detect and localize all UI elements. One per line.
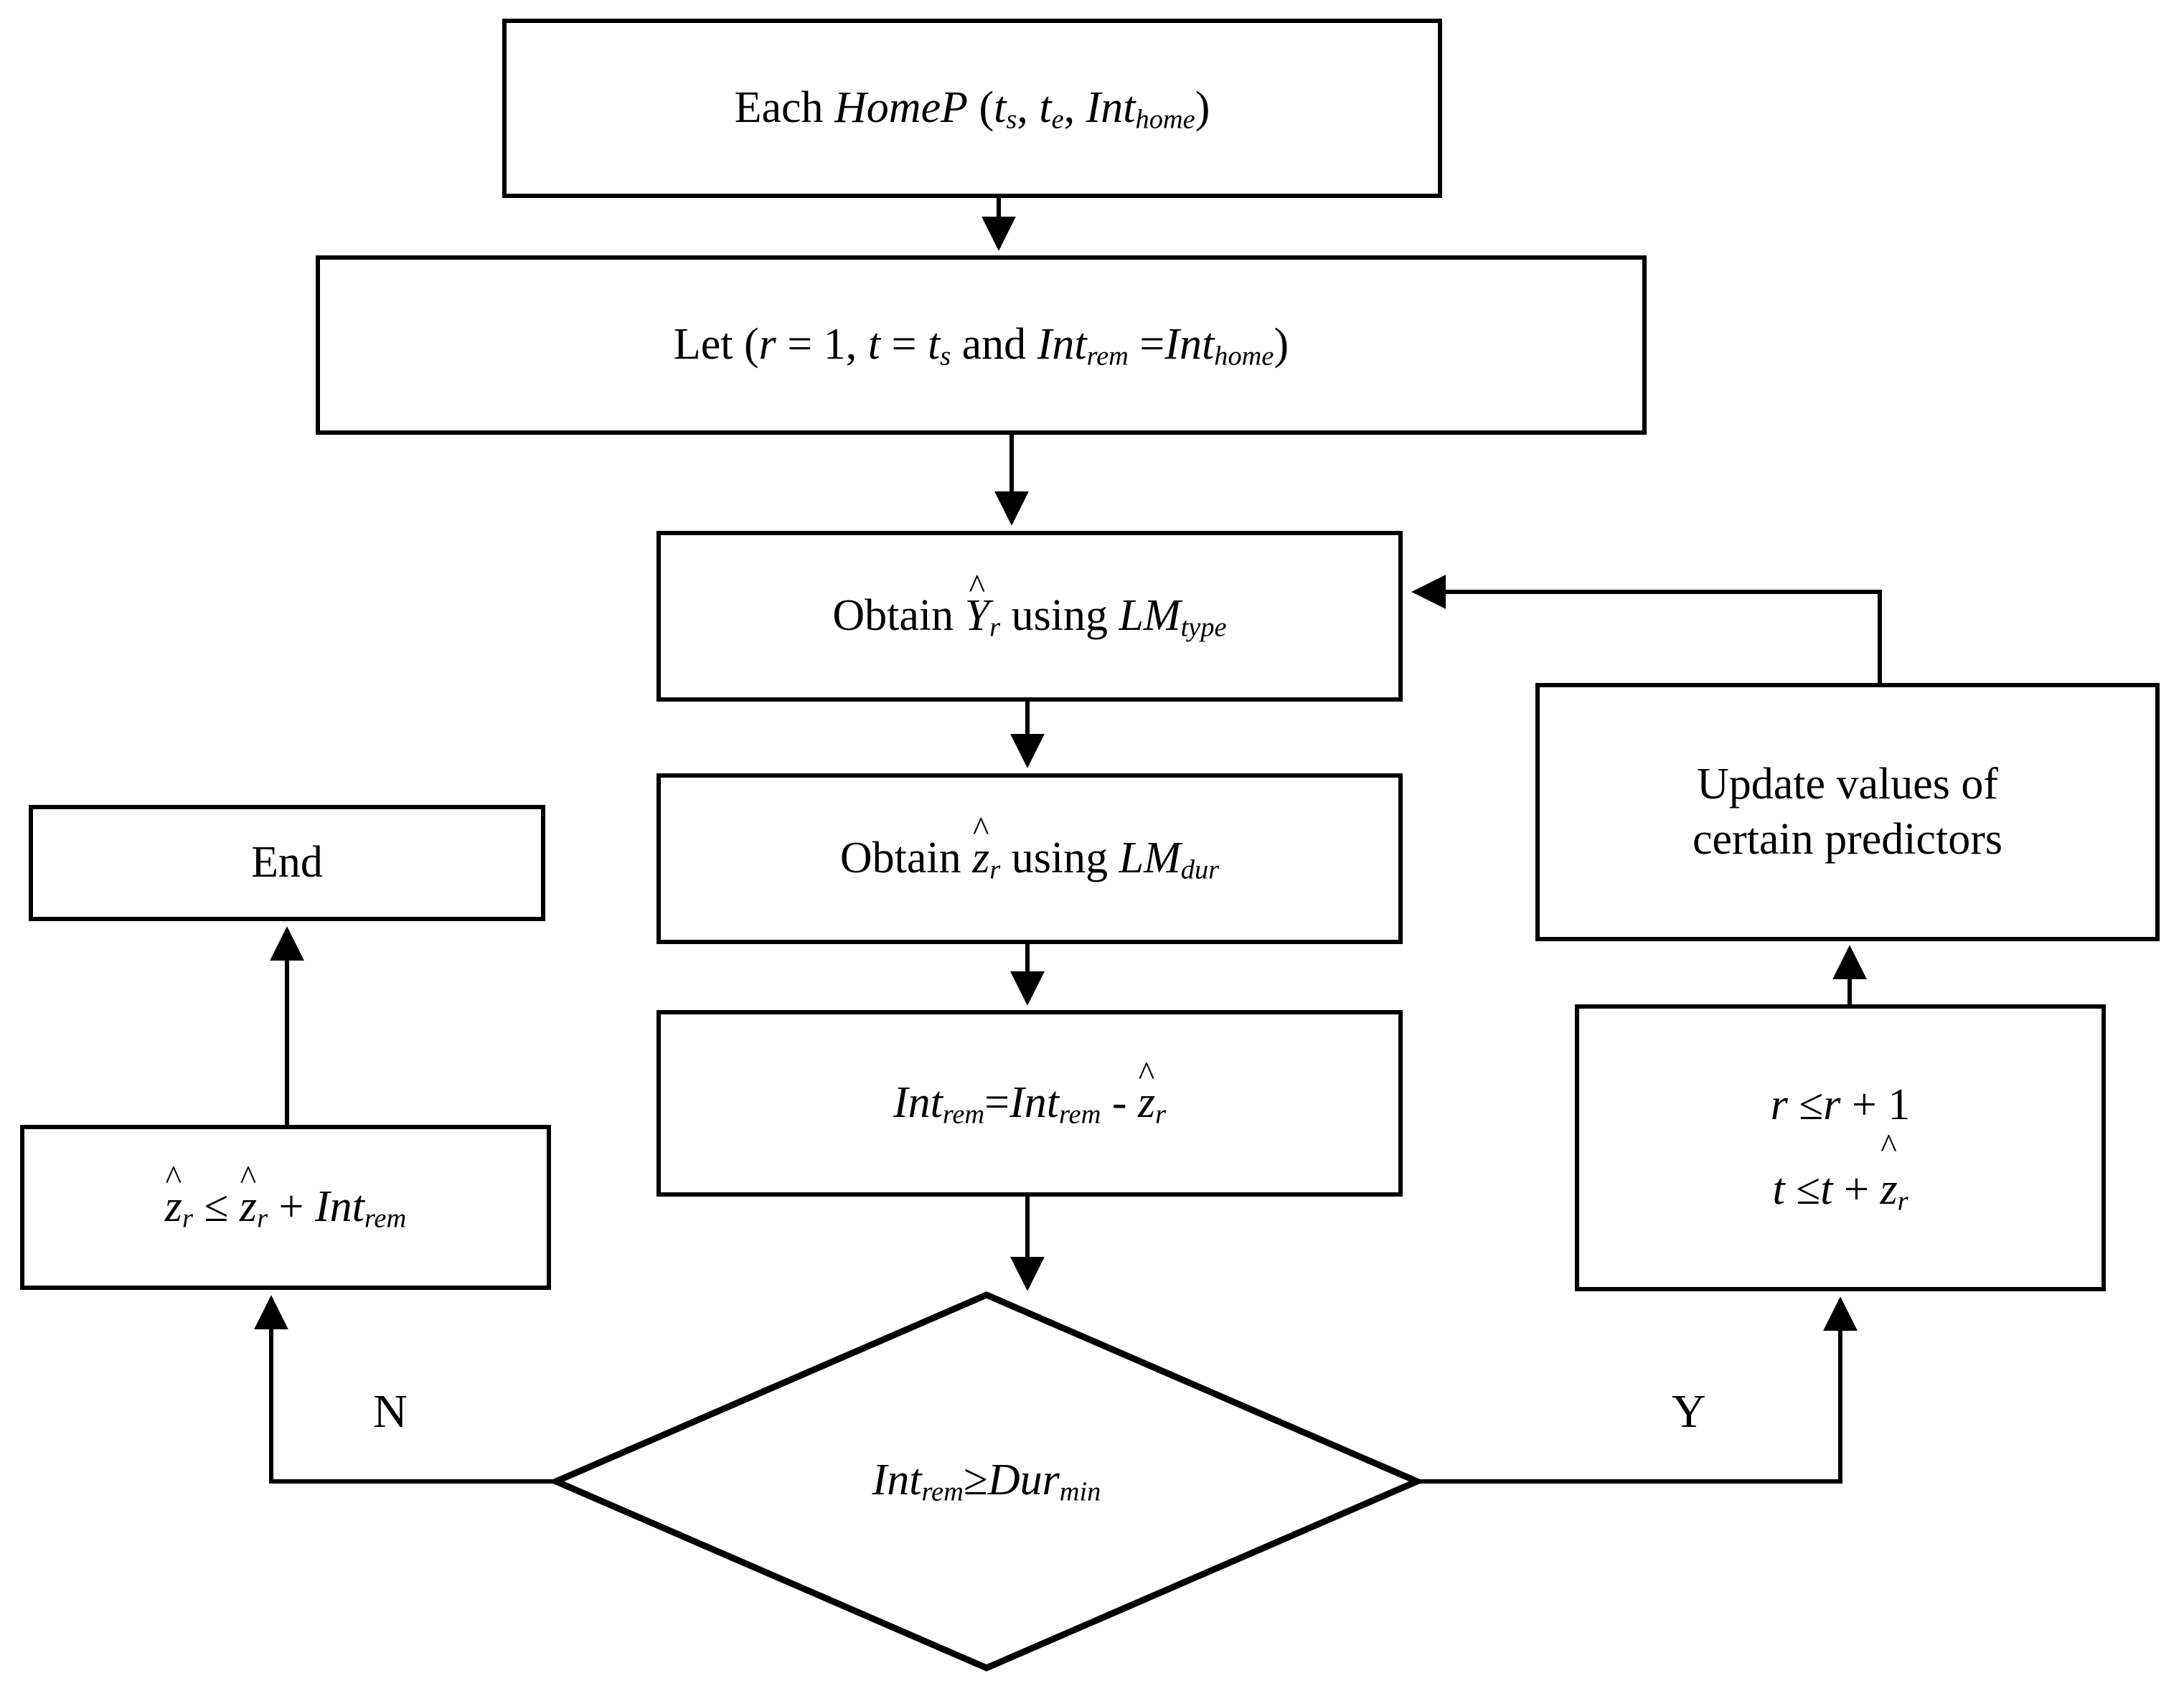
y-hat-symbol: ^Y (964, 567, 990, 640)
update-line-1: Update values of (1696, 759, 1999, 808)
branch-label-no: N (373, 1385, 408, 1438)
z-hat-symbol: ^z (1880, 1127, 1898, 1214)
node-obtain-z[interactable]: Obtain ^zr using LMdur (656, 773, 1403, 944)
node-obtain-z-text: Obtain ^zr using LMdur (661, 810, 1398, 887)
node-increment[interactable]: r ≤r + 1 t ≤t + ^zr (1575, 1004, 2106, 1291)
node-update-predictors[interactable]: Update values of certain predictors (1535, 683, 2160, 941)
node-let-init[interactable]: Let (r = 1, t = ts and Intrem =Inthome) (316, 255, 1647, 435)
increment-line-t: t ≤t + ^zr (1586, 1127, 2094, 1232)
node-z-cap[interactable]: ^zr ≤ ^zr + Intrem (20, 1125, 551, 1290)
z-hat-symbol: ^z (239, 1159, 258, 1231)
z-hat-symbol: ^z (972, 810, 990, 882)
decision-diamond (547, 1291, 1426, 1672)
node-int-rem-update-text: Intrem=Intrem - ^zr (661, 1055, 1398, 1132)
node-obtain-y[interactable]: Obtain ^Yr using LMtype (656, 531, 1403, 702)
node-let-init-text: Let (r = 1, t = ts and Intrem =Inthome) (673, 319, 1289, 372)
node-end[interactable]: End (29, 805, 545, 921)
z-hat-symbol: ^z (1137, 1055, 1156, 1127)
edge-update-to-obtainy-loop (1411, 575, 1882, 683)
node-obtain-y-text: Obtain ^Yr using LMtype (661, 567, 1398, 645)
branch-label-yes: Y (1672, 1385, 1706, 1438)
node-increment-text: r ≤r + 1 t ≤t + ^zr (1579, 1063, 2101, 1232)
update-line-2: certain predictors (1692, 815, 2003, 864)
node-end-text: End (251, 838, 323, 887)
z-hat-symbol: ^z (164, 1159, 182, 1231)
edge-decision-yes-to-increment (1417, 1296, 1858, 1484)
node-update-predictors-text: Update values of certain predictors (1540, 757, 2155, 868)
node-int-rem-update[interactable]: Intrem=Intrem - ^zr (656, 1010, 1403, 1197)
node-each-homep-text: Each HomeP (ts, te, Inthome) (734, 82, 1210, 135)
edge-decision-no-to-zcap (254, 1295, 556, 1484)
node-decision-text: Intrem≥Durmin (872, 1456, 1101, 1507)
node-each-homep[interactable]: Each HomeP (ts, te, Inthome) (502, 19, 1442, 198)
increment-line-r: r ≤r + 1 (1770, 1080, 1911, 1130)
node-z-cap-text: ^zr ≤ ^zr + Intrem (24, 1159, 547, 1236)
